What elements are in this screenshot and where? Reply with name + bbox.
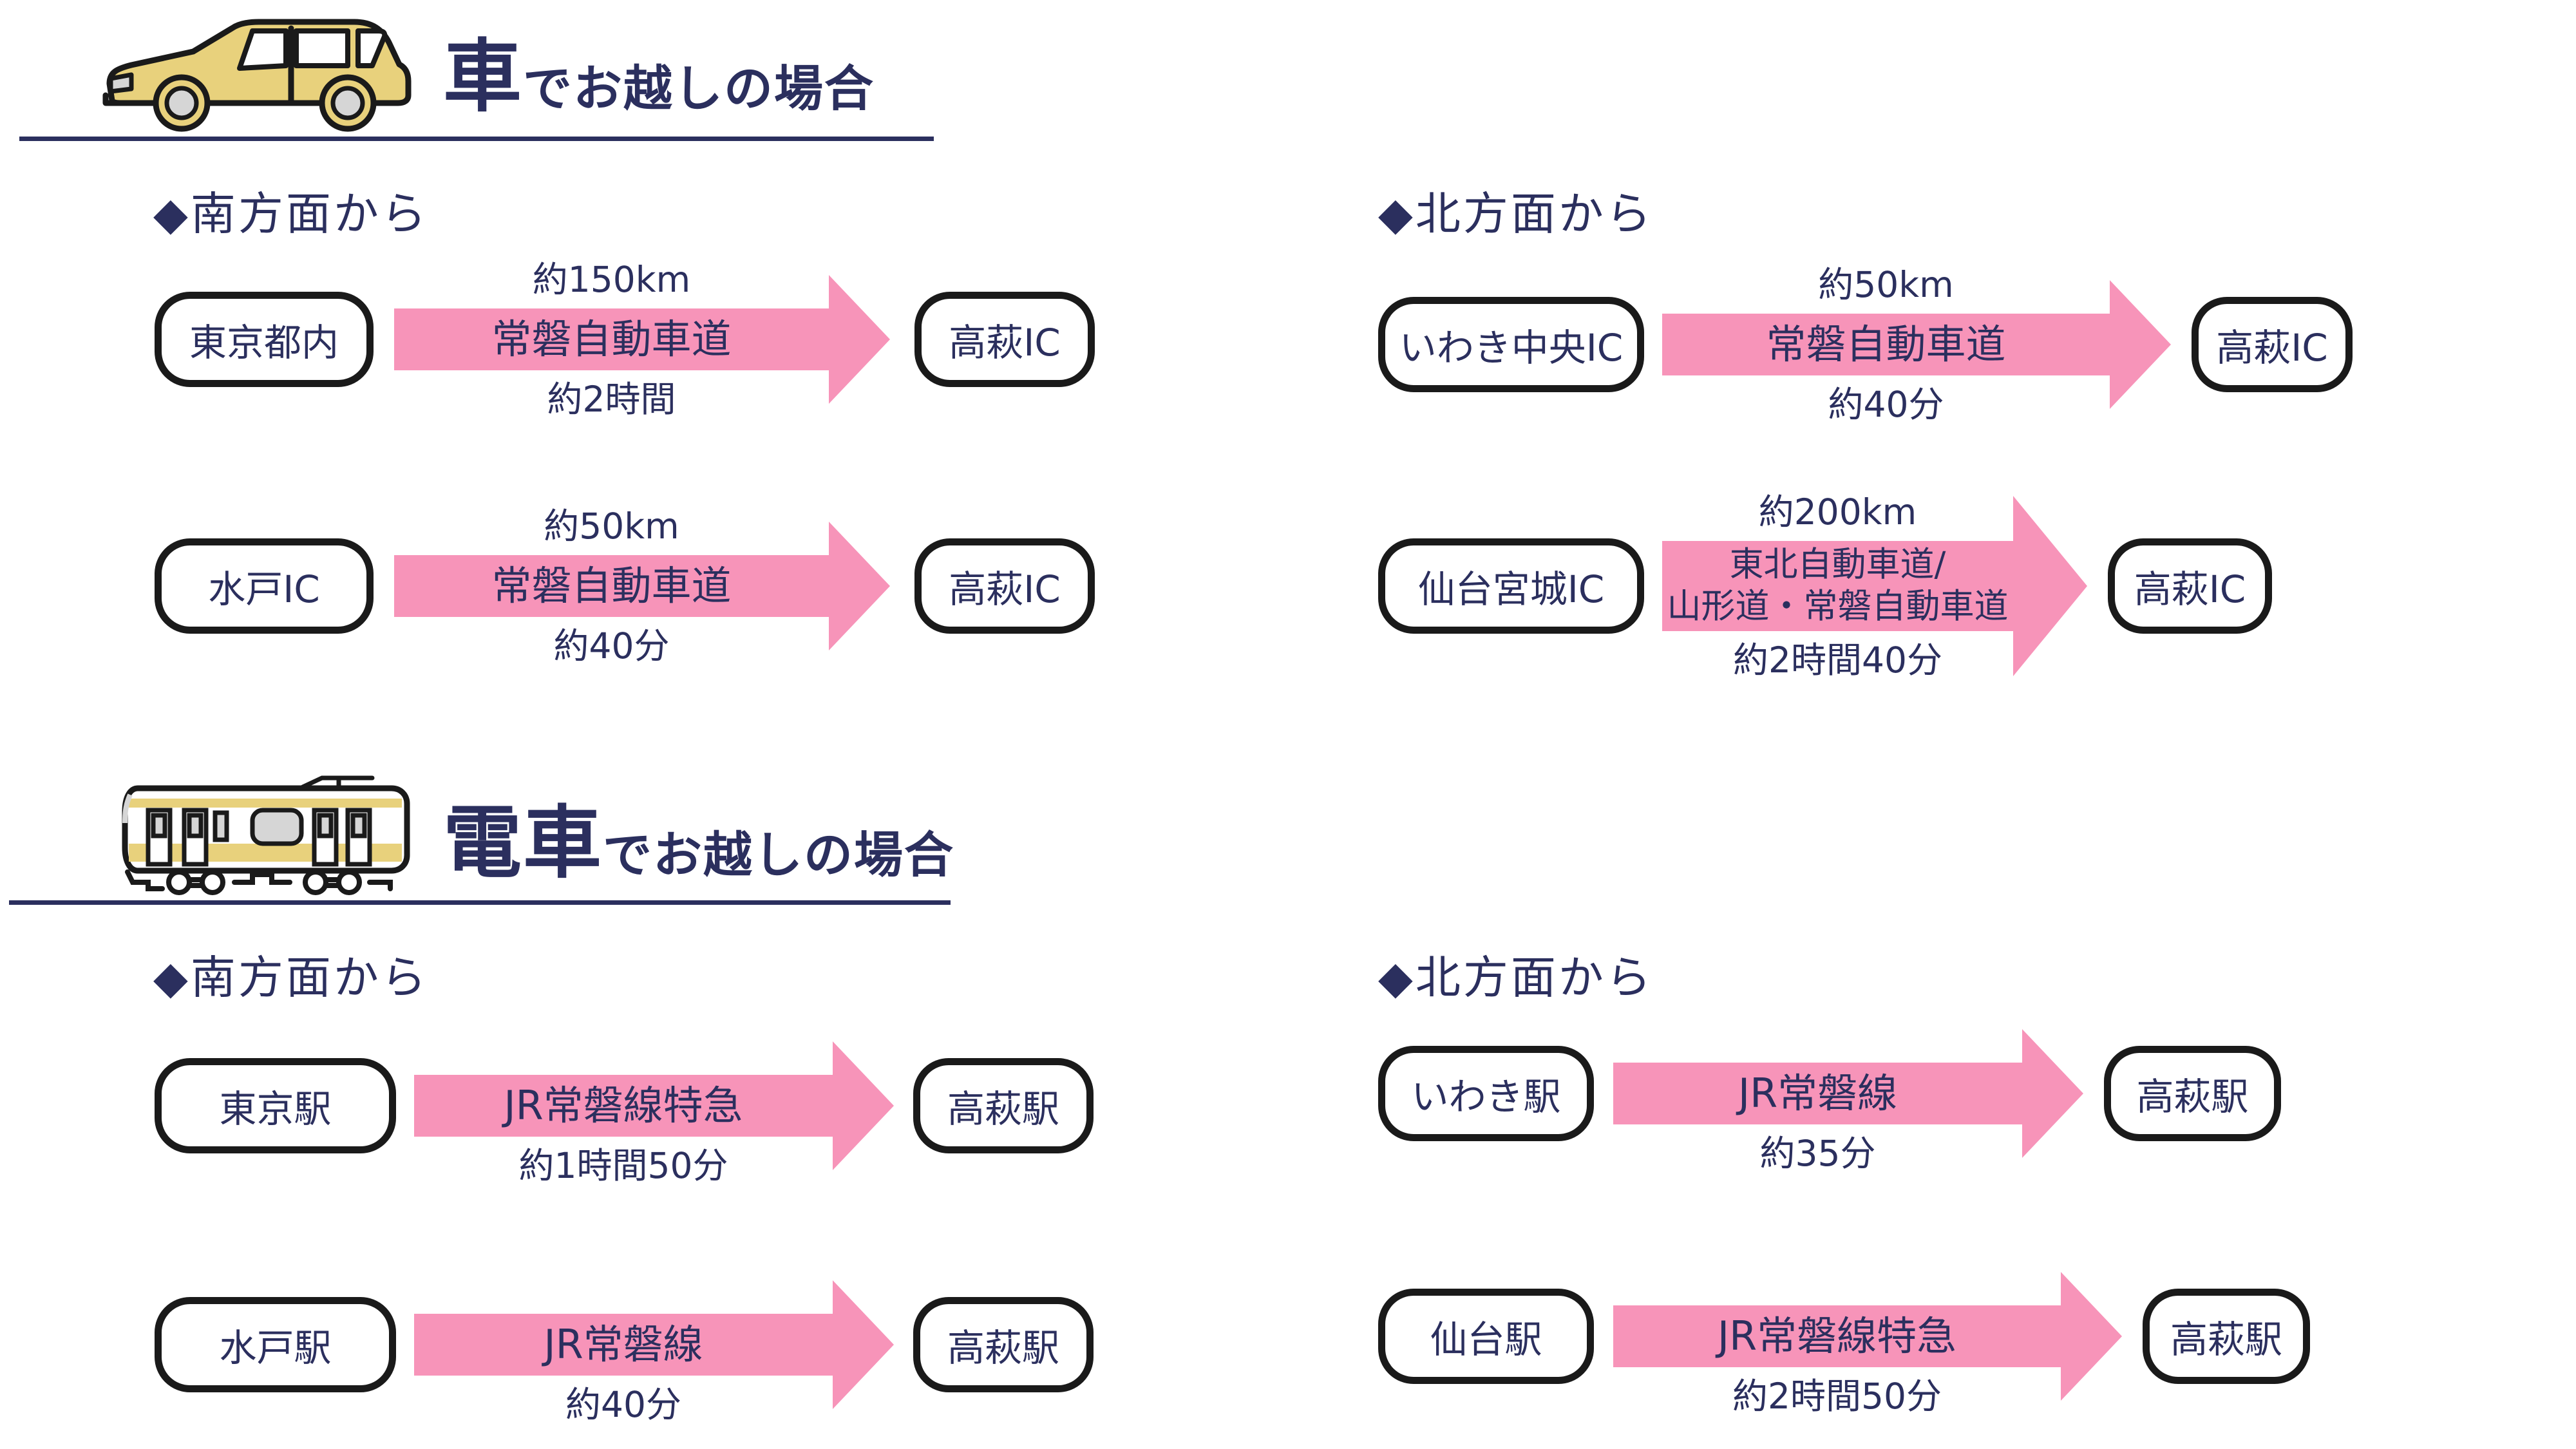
section-title-train-big: 電車 (443, 797, 603, 889)
route-time-label: 約40分 (553, 625, 670, 667)
route-to-node: 高萩駅 (913, 1297, 1094, 1392)
section-title-car-big: 車 (443, 31, 523, 122)
route-row-car-north-2: 仙台宮城IC 約200km 東北自動車道/山形道・常磐自動車道 約2時間40分 … (1378, 491, 2272, 681)
train-icon (122, 775, 410, 895)
route-distance-label: 約50km (1818, 264, 1954, 305)
route-via-label: JR常磐線 (544, 1321, 703, 1368)
route-from-node: いわき駅 (1378, 1046, 1594, 1141)
route-distance-label: 約150km (532, 259, 691, 300)
route-from-node: 仙台駅 (1378, 1289, 1594, 1384)
route-via-label: JR常磐線特急 (1717, 1312, 1957, 1360)
section-title-car: 車でお越しの場合 (443, 37, 875, 116)
section-title-train: 電車でお越しの場合 (443, 804, 954, 882)
route-row-train-north-1: いわき駅 JR常磐線 約35分 高萩駅 (1378, 1029, 2281, 1174)
heading-train-south: ◆南方面から (153, 951, 429, 1004)
car-icon (102, 19, 412, 132)
route-time-label: 約40分 (565, 1384, 681, 1425)
route-from-node: 東京駅 (155, 1058, 396, 1153)
route-to-node: 高萩IC (2192, 297, 2353, 392)
route-row-car-south-1: 東京都内 約150km 常磐自動車道 約2時間 高萩IC (155, 259, 1095, 420)
route-from-node: いわき中央IC (1378, 297, 1644, 392)
route-via-label: 東北自動車道/山形道・常磐自動車道 (1667, 545, 2009, 626)
section-title-car-small: でお越しの場合 (523, 60, 875, 117)
car-section-divider (19, 137, 934, 141)
heading-car-south: ◆南方面から (153, 187, 429, 240)
route-time-label: 約35分 (1759, 1133, 1876, 1174)
route-to-node: 高萩IC (914, 538, 1095, 634)
route-via-label: 常磐自動車道 (1766, 321, 2006, 368)
route-from-node: 水戸IC (155, 538, 374, 634)
heading-car-north: ◆北方面から (1378, 187, 1654, 240)
route-to-node: 高萩駅 (2104, 1046, 2281, 1141)
route-to-node: 高萩IC (914, 292, 1095, 387)
route-time-label: 約2時間50分 (1732, 1376, 1942, 1417)
route-to-node: 高萩駅 (913, 1058, 1094, 1153)
route-distance-label: 約200km (1758, 491, 1917, 533)
route-from-node: 水戸駅 (155, 1297, 396, 1392)
train-section-divider (9, 900, 951, 905)
route-row-car-south-2: 水戸IC 約50km 常磐自動車道 約40分 高萩IC (155, 506, 1095, 667)
route-to-node: 高萩駅 (2143, 1289, 2310, 1384)
route-time-label: 約40分 (1828, 384, 1944, 425)
route-time-label: 約1時間50分 (518, 1145, 728, 1186)
section-title-train-small: でお越しの場合 (603, 826, 954, 884)
route-row-car-north-1: いわき中央IC 約50km 常磐自動車道 約40分 高萩IC (1378, 264, 2353, 425)
route-from-node: 仙台宮城IC (1378, 538, 1644, 634)
route-via-label: JR常磐線特急 (504, 1082, 743, 1130)
heading-train-north: ◆北方面から (1378, 951, 1654, 1004)
route-to-node: 高萩IC (2108, 538, 2272, 634)
route-row-train-south-1: 東京駅 JR常磐線特急 約1時間50分 高萩駅 (155, 1041, 1094, 1186)
route-via-label: 常磐自動車道 (491, 562, 732, 610)
route-from-node: 東京都内 (155, 292, 374, 387)
route-row-train-north-2: 仙台駅 JR常磐線特急 約2時間50分 高萩駅 (1378, 1272, 2310, 1417)
route-via-label: 常磐自動車道 (491, 316, 732, 363)
route-distance-label: 約50km (544, 506, 679, 547)
route-time-label: 約2時間 (547, 379, 676, 420)
route-time-label: 約2時間40分 (1733, 639, 1942, 681)
route-row-train-south-2: 水戸駅 JR常磐線 約40分 高萩駅 (155, 1280, 1094, 1425)
route-via-label: JR常磐線 (1738, 1070, 1898, 1117)
